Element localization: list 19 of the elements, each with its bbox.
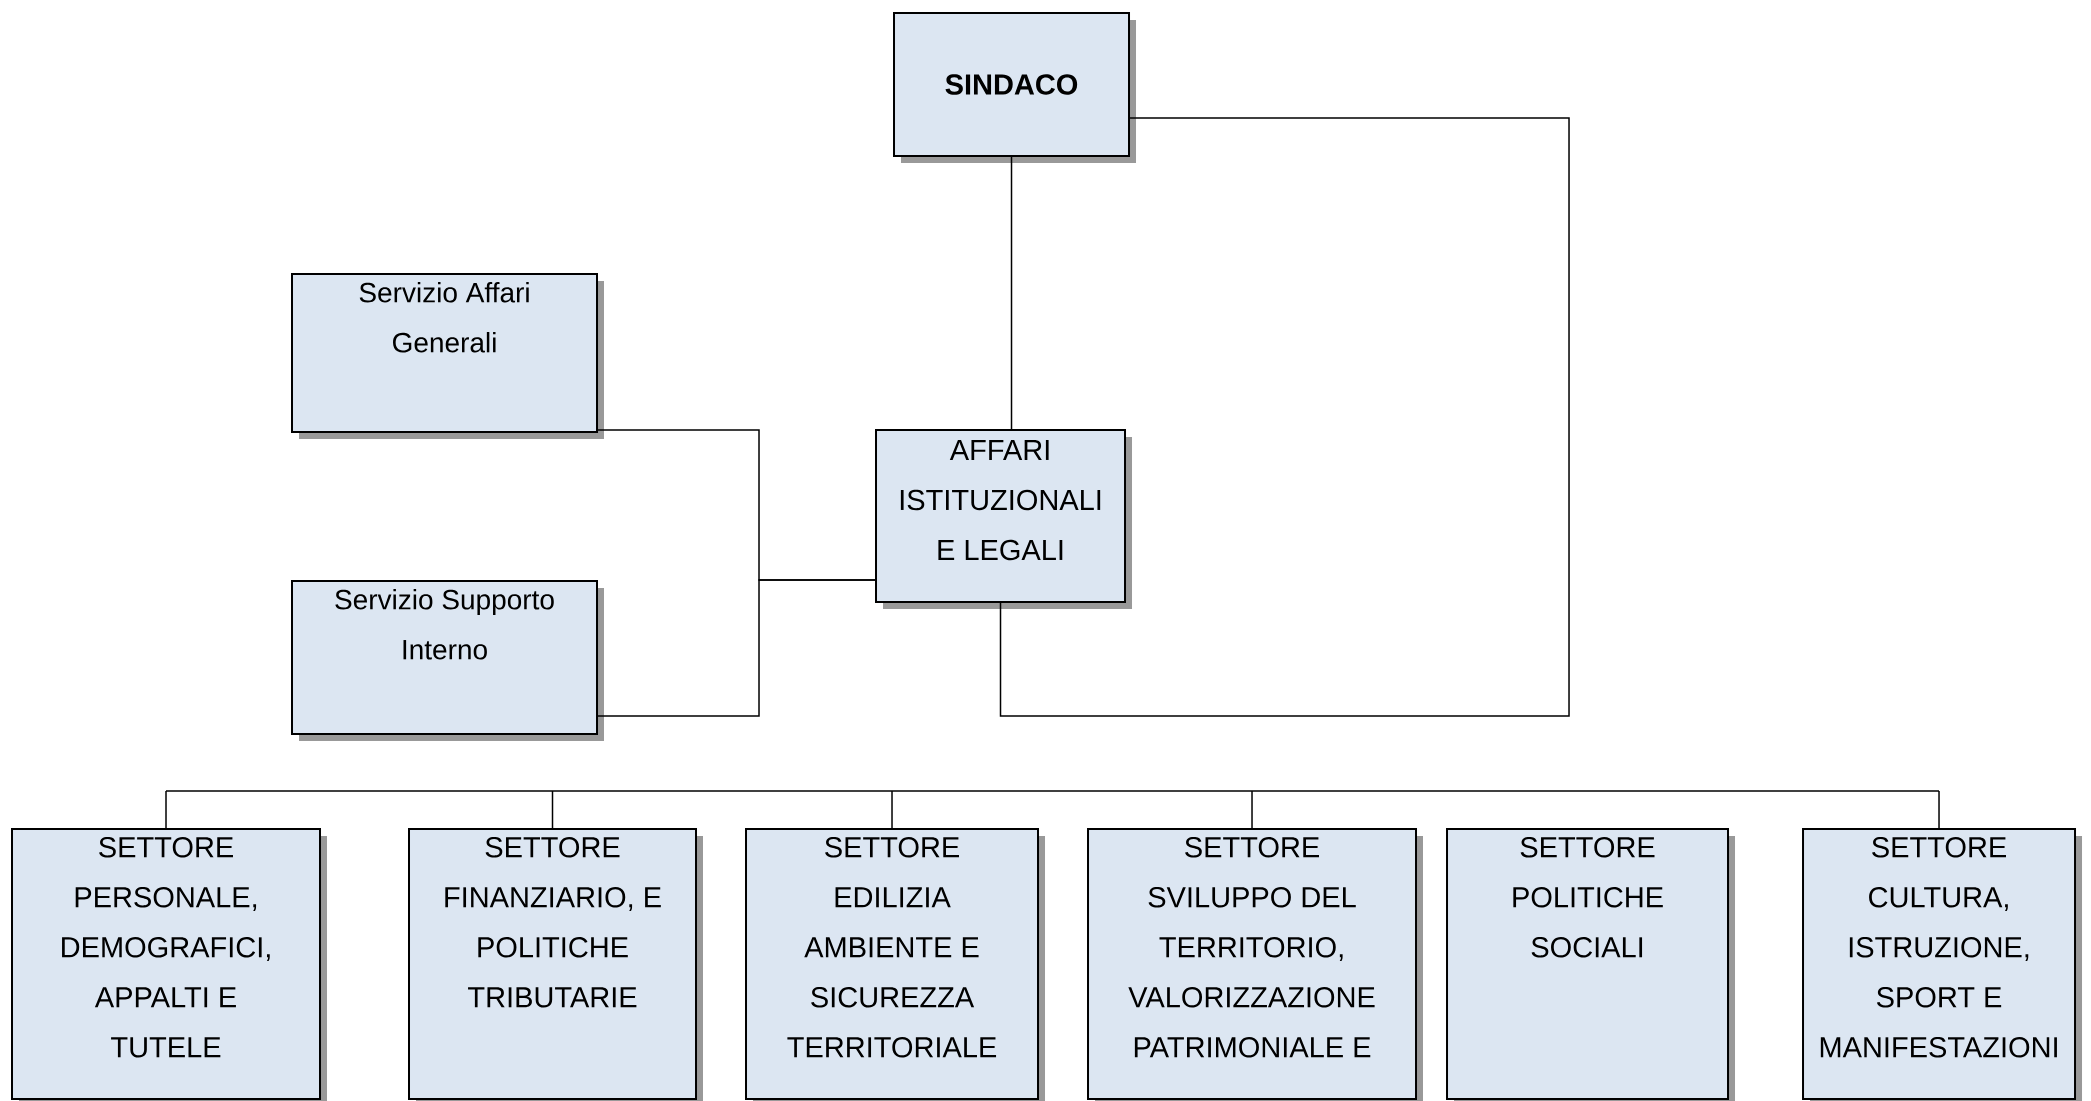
org-box: Servizio Affari Generali <box>291 273 604 439</box>
connector-line <box>1010 156 1013 430</box>
org-box: SETTORE EDILIZIA AMBIENTE E SICUREZZA TERRITORIALE <box>745 828 1045 1101</box>
org-box: AFFARI ISTITUZIONALI E LEGALI <box>875 429 1132 609</box>
org-box: SETTORE CULTURA, ISTRUZIONE, SPORT E MANIFESTAZIONI <box>1802 828 2082 1101</box>
connector-line <box>1251 790 1253 829</box>
connector-line <box>165 790 167 829</box>
org-box: SETTORE POLITICHE SOCIALI <box>1446 828 1735 1101</box>
org-box: SETTORE PERSONALE, DEMOGRAFICI, APPALTI E TUTELE <box>11 828 327 1101</box>
org-box: SETTORE FINANZIARIO, E POLITICHE TRIBUTARIE <box>408 828 703 1101</box>
connector-line <box>891 790 893 829</box>
connector-line <box>1938 790 1940 829</box>
connector-line <box>551 790 554 829</box>
org-box: SETTORE SVILUPPO DEL TERRITORIO, VALORIZZAZIONE PATRIMONIALE E <box>1087 828 1423 1101</box>
connector-line <box>165 790 1940 792</box>
org-box: Servizio Supporto Interno <box>291 580 604 741</box>
org-box: SINDACO <box>893 12 1136 163</box>
connector-line <box>999 117 1570 717</box>
connector-line <box>597 579 876 717</box>
